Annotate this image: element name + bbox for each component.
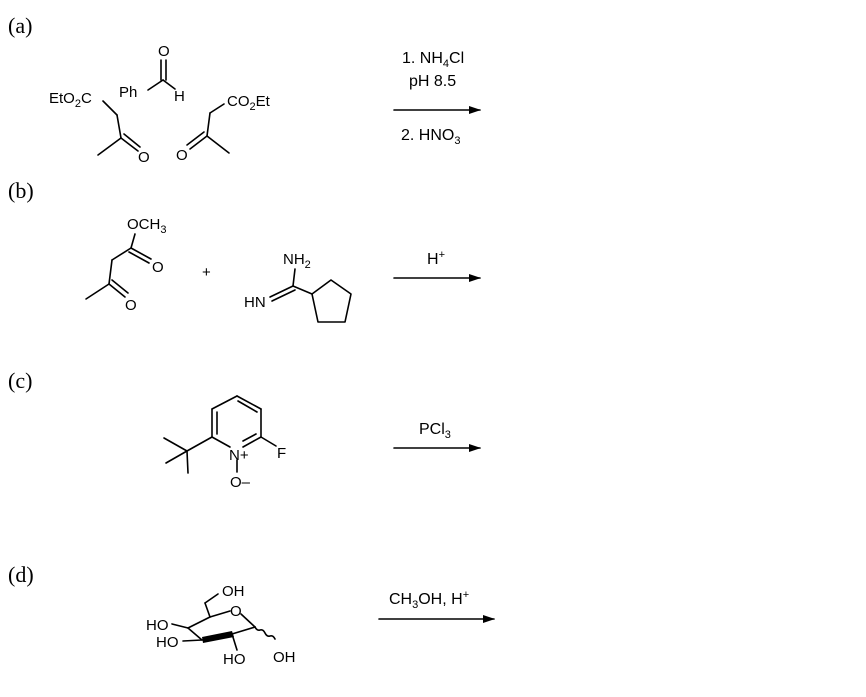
bond-ring-6 xyxy=(211,395,238,410)
bond-och3-c xyxy=(130,233,136,249)
bond-tbu-me-1 xyxy=(163,437,188,452)
bond-c4-c3 xyxy=(187,627,203,641)
bond-ester-co-2 xyxy=(128,251,150,264)
molecule-a-bonds xyxy=(97,59,230,156)
bond-ketone-co-2 xyxy=(111,279,129,294)
atom-o-ring: O xyxy=(230,603,242,620)
atom-hn: HN xyxy=(244,294,266,311)
panel-a: (a) EtO2C Ph H CO2Et O O O 1. xyxy=(8,13,481,166)
panel-label-a: (a) xyxy=(8,13,32,38)
bond-c2-c1 xyxy=(231,626,256,635)
bond-ph-c xyxy=(147,79,164,91)
atom-o-minus: O– xyxy=(230,474,251,491)
atom-oh-anomeric: OH xyxy=(273,649,296,666)
panel-d: (d) OH O HO HO HO OH CH3OH, H+ xyxy=(8,562,495,668)
bond-ester-co-1 xyxy=(130,247,152,260)
bond-ch2oh xyxy=(204,593,219,604)
reagent-d: CH3OH, H+ xyxy=(389,589,469,611)
panel-label-c: (c) xyxy=(8,368,32,393)
reagent-c: PCl3 xyxy=(419,421,451,441)
bond-tbu-me-3 xyxy=(186,450,189,474)
bond-c-n-imine-2 xyxy=(271,289,296,302)
bond-c-f xyxy=(260,436,277,447)
bond-ring-4 xyxy=(211,436,231,448)
bond-ring-double-3 xyxy=(242,433,257,442)
atom-och3: OCH3 xyxy=(127,216,166,236)
bond-c5-ch2 xyxy=(204,602,211,618)
bond-b-chain-1 xyxy=(111,247,132,261)
bond-left-co-1 xyxy=(120,137,139,152)
atom-eto2c: EtO2C xyxy=(49,90,92,110)
atom-n-plus: N+ xyxy=(229,447,249,464)
atom-o-right: O xyxy=(176,147,188,164)
ring-cyclopentane xyxy=(311,279,352,323)
atom-o-ketone: O xyxy=(125,297,137,314)
atom-ho-c2: HO xyxy=(223,651,246,668)
bond-left-2 xyxy=(116,114,122,139)
bond-left-1 xyxy=(102,100,118,116)
atom-o-ester: O xyxy=(152,259,164,276)
panel-label-b: (b) xyxy=(8,178,34,203)
atom-co2et: CO2Et xyxy=(227,93,271,113)
reagent-a-line3: 2. HNO3 xyxy=(401,127,460,147)
bond-left-methyl xyxy=(97,137,122,156)
bond-ring-tbu xyxy=(186,436,213,452)
bond-c-h xyxy=(162,79,176,90)
bond-right-co-2 xyxy=(186,131,205,146)
bond-b-methyl xyxy=(85,283,110,300)
bond-b-chain-2 xyxy=(108,259,113,285)
reagent-a-line2: pH 8.5 xyxy=(409,73,456,90)
atom-ho-c3: HO xyxy=(156,634,179,651)
bond-c3-c2-bold xyxy=(202,631,234,643)
panel-label-d: (d) xyxy=(8,562,34,587)
panel-c: (c) N+ O– F PCl3 xyxy=(8,368,481,491)
bond-tbu-me-2 xyxy=(165,450,188,464)
atom-nh2: NH2 xyxy=(283,251,311,271)
bond-right-co-1 xyxy=(189,135,208,150)
bond-ring-1 xyxy=(236,395,262,410)
bond-ketone-co-1 xyxy=(108,283,126,298)
molecule-d-bonds xyxy=(171,593,276,651)
bond-c5-o xyxy=(209,610,231,618)
bond-c5-c4 xyxy=(187,616,211,629)
bond-left-co-2 xyxy=(123,133,141,148)
bond-right-2 xyxy=(206,112,211,137)
reagent-a-line1: 1. NH4Cl xyxy=(402,50,464,70)
atom-ho-c4: HO xyxy=(146,617,169,634)
bond-right-1 xyxy=(209,103,225,114)
molecule-c-bonds xyxy=(163,395,277,474)
molecule-b1-bonds xyxy=(85,233,152,300)
bond-ring-double-1 xyxy=(237,400,258,413)
molecule-b2-bonds xyxy=(269,268,352,323)
bond-c-cyclopentyl xyxy=(292,285,313,295)
atom-f: F xyxy=(277,445,286,462)
bond-anomeric-wavy xyxy=(254,626,276,640)
bond-ring-3 xyxy=(242,436,262,448)
bond-c4-oh xyxy=(171,623,189,629)
plus-sign: + xyxy=(202,264,211,281)
bond-o-c1 xyxy=(240,613,256,628)
bond-c-n-imine-1 xyxy=(269,285,294,298)
bond-nh2-c xyxy=(292,268,296,287)
atom-h: H xyxy=(174,88,185,105)
bond-right-methyl xyxy=(206,135,230,154)
atom-ph: Ph xyxy=(119,84,137,101)
atom-o-left: O xyxy=(138,149,150,166)
atom-o-aldehyde: O xyxy=(158,43,170,60)
panel-b: (b) OCH3 O O + NH2 HN H+ xyxy=(8,178,481,323)
atom-oh-ch2: OH xyxy=(222,583,245,600)
reagent-b: H+ xyxy=(427,249,445,268)
bond-c3-oh xyxy=(182,639,203,642)
bond-c2-oh xyxy=(231,633,238,651)
